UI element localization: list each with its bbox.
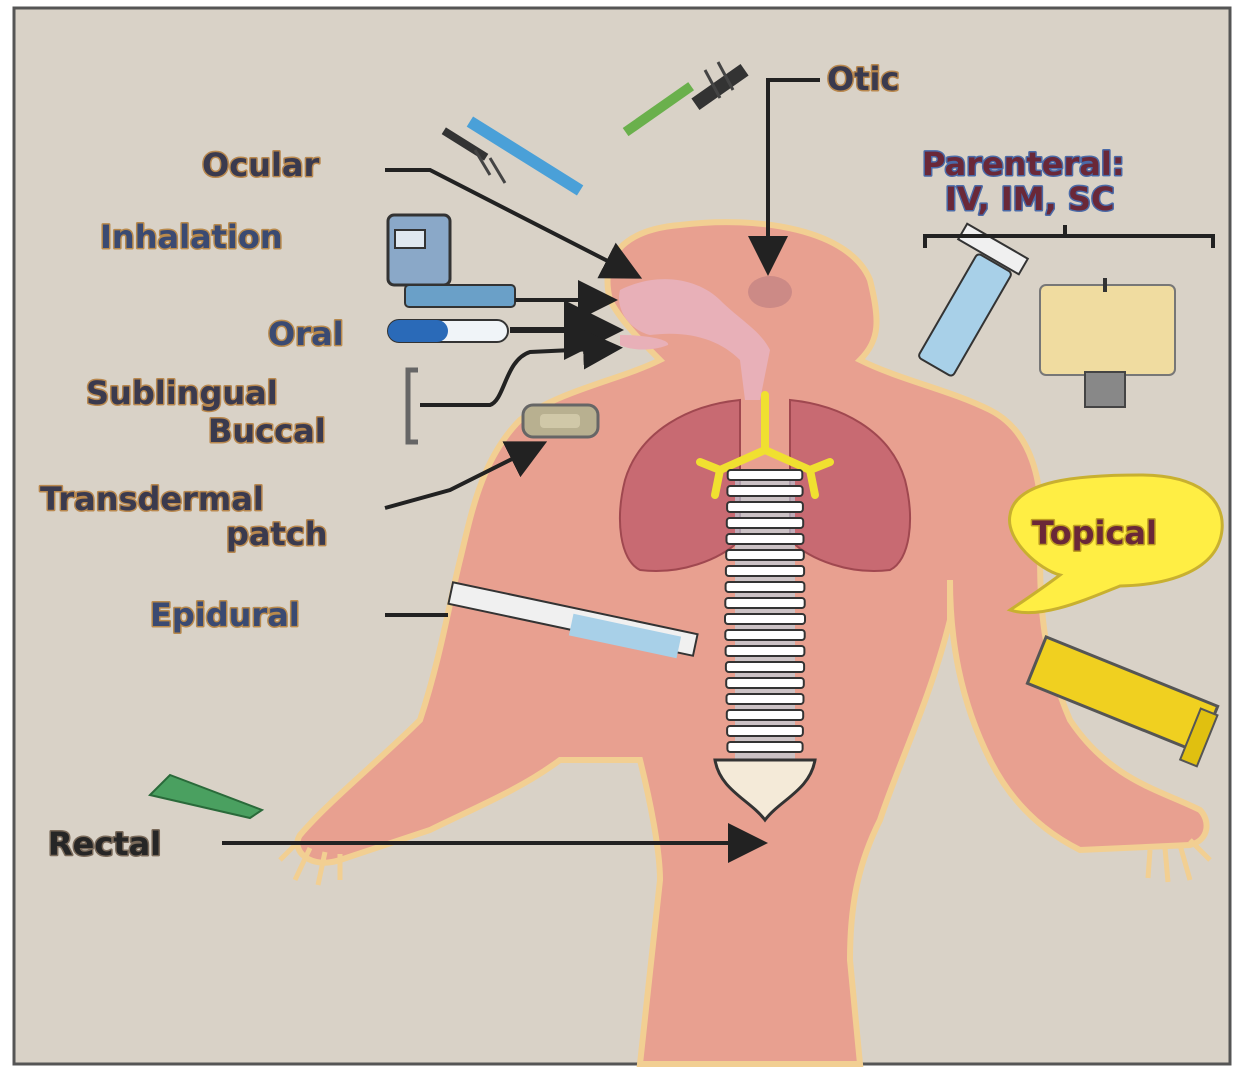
vertebra: [727, 742, 802, 752]
vertebra: [725, 630, 804, 640]
spine: [715, 470, 815, 820]
vertebra: [725, 614, 805, 624]
oral-capsule-icon: [388, 320, 508, 342]
label-otic: Otic: [827, 60, 899, 98]
label-oral: Oral: [268, 315, 344, 353]
vertebra: [726, 582, 805, 592]
vertebra: [727, 726, 803, 736]
vertebra: [727, 694, 804, 704]
vertebra: [727, 502, 803, 512]
label-topical: Topical: [1032, 514, 1157, 552]
label-ocular: Ocular: [202, 146, 320, 184]
label-sublingual: Sublingual: [86, 374, 278, 412]
vertebra: [726, 550, 804, 560]
vertebra: [725, 598, 804, 608]
label-transdermal: Transdermal: [40, 480, 264, 518]
label-parenteral-routes: IV, IM, SC: [945, 180, 1114, 218]
vertebra: [728, 470, 803, 480]
vertebra: [726, 566, 804, 576]
vertebra: [726, 678, 804, 688]
label-buccal: Buccal: [208, 412, 326, 450]
transdermal-patch-icon: [523, 405, 598, 437]
vertebra: [727, 710, 803, 720]
vertebra: [727, 518, 803, 528]
vertebra: [726, 646, 805, 656]
label-rectal: Rectal: [48, 825, 161, 863]
vertebra: [727, 534, 804, 544]
vertebra: [727, 486, 802, 496]
label-inhalation: Inhalation: [100, 218, 283, 256]
vertebra: [726, 662, 804, 672]
label-patch: patch: [226, 515, 328, 553]
label-parenteral: Parenteral:: [922, 145, 1125, 183]
label-epidural: Epidural: [150, 596, 300, 634]
